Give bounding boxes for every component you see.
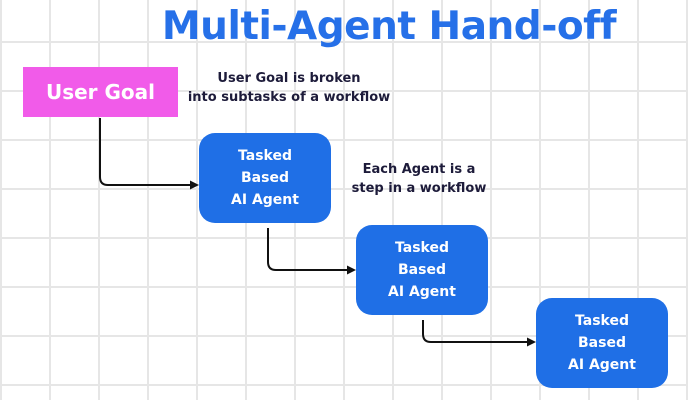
agent-box-line: Tasked	[238, 148, 292, 164]
agent-box-line: AI Agent	[388, 284, 456, 300]
user-goal-note-line: into subtasks of a workflow	[187, 90, 391, 105]
agent-box-3: Tasked Based AI Agent	[536, 298, 668, 388]
user-goal-note: User Goal is broken into subtasks of a w…	[186, 69, 392, 107]
arrow-agent-1-to-agent-2	[267, 228, 348, 271]
agent-step-note-line: Each Agent is a	[362, 162, 476, 177]
user-goal-note-line: User Goal is broken	[217, 71, 361, 86]
agent-box-2: Tasked Based AI Agent	[356, 225, 488, 315]
arrow-agent-2-to-agent-3	[422, 320, 528, 343]
agent-box-line: AI Agent	[231, 192, 299, 208]
arrowhead-icon	[190, 180, 199, 190]
agent-box-line: Based	[398, 262, 446, 278]
agent-box-line: AI Agent	[568, 357, 636, 373]
user-goal-box: User Goal	[23, 67, 178, 117]
diagram-title: Multi-Agent Hand-off	[161, 4, 617, 49]
agent-box-line: Based	[241, 170, 289, 186]
arrow-goal-to-agent-1	[99, 118, 191, 186]
agent-box-1: Tasked Based AI Agent	[199, 133, 331, 223]
arrowhead-icon	[347, 265, 356, 275]
user-goal-label: User Goal	[45, 80, 156, 104]
agent-box-line: Tasked	[575, 313, 629, 329]
agent-box-line: Tasked	[395, 240, 449, 256]
agent-step-note: Each Agent is a step in a workflow	[346, 160, 492, 198]
arrowhead-icon	[527, 337, 536, 347]
agent-box-line: Based	[578, 335, 626, 351]
agent-step-note-line: step in a workflow	[351, 181, 487, 196]
